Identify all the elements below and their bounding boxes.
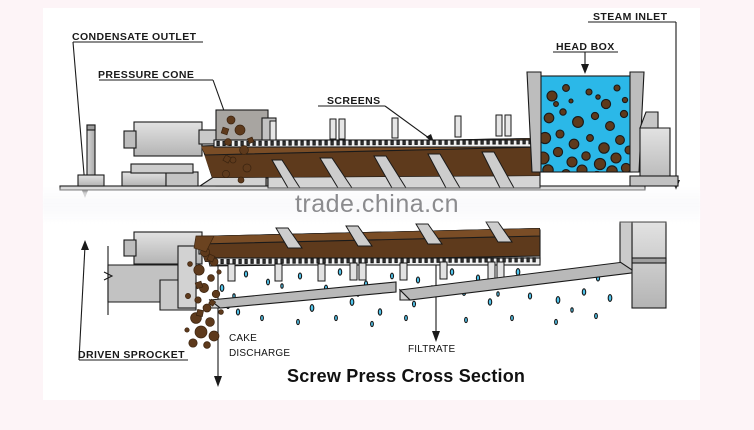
label-head-box: HEAD BOX (556, 41, 615, 53)
label-condensate-outlet: CONDENSATE OUTLET (72, 31, 197, 43)
figure-title: Screw Press Cross Section (287, 366, 526, 386)
sprocket-break-mark (103, 271, 114, 281)
label-filtrate: FILTRATE (408, 344, 456, 355)
screen-perforations-upper (216, 139, 538, 147)
press-upper-assembly (59, 71, 679, 191)
leader-sprocket-stem (78, 245, 86, 361)
gearbox-shaft-stub-upper (123, 130, 137, 149)
end-frame-lower (631, 221, 667, 309)
end-frame-bracket (619, 221, 633, 272)
pedestal-plate (130, 163, 194, 174)
screen-deck-upper (213, 139, 541, 148)
leader-lines (72, 21, 677, 380)
cake-discharge-particles (184, 115, 255, 349)
leader-screens-stem (384, 105, 434, 142)
leader-condensate-stem (72, 41, 86, 187)
condensate-outlet-base (77, 174, 105, 187)
label-driven-sprocket: DRIVEN SPROCKET (78, 349, 185, 361)
steam-inlet-nozzle (639, 111, 659, 129)
press-lower-assembly (103, 221, 667, 328)
pedestal-block-mid (165, 171, 199, 187)
head-box-wall-right (629, 71, 645, 173)
arrow-filtrate (432, 331, 440, 342)
gearbox-shaft-stub-lower (123, 239, 137, 257)
label-screens: SCREENS (327, 95, 381, 107)
filtrate-pan-right-lip (399, 288, 412, 301)
wash-nozzles-upper (269, 114, 512, 141)
label-steam-inlet: STEAM INLET (593, 11, 668, 23)
cake-outlet-lip (193, 235, 215, 253)
deck-hanger-brackets (227, 261, 505, 282)
end-frame-divider (631, 257, 667, 264)
gearbox-housing-upper (133, 121, 203, 157)
head-box-wall-left (526, 71, 542, 173)
end-frame-foot-upper (629, 175, 679, 187)
label-pressure-cone: PRESSURE CONE (98, 69, 195, 81)
screw-flights-upper (271, 151, 515, 189)
head-box-solids (536, 84, 632, 172)
label-cake-discharge-line1: CAKE (229, 333, 258, 344)
pedestal-block-left (121, 171, 167, 187)
drive-column (177, 245, 197, 309)
arrow-sprocket (81, 240, 89, 250)
condensate-outlet-pipe (86, 124, 96, 181)
arrow-headbox (581, 64, 589, 74)
condensate-outlet-cap (86, 124, 96, 131)
screw-flights-lower (275, 221, 513, 249)
label-cake-discharge-line2: DISCHARGE (229, 348, 291, 359)
filtrate-pan-left (208, 281, 397, 309)
arrow-cake (214, 376, 222, 387)
